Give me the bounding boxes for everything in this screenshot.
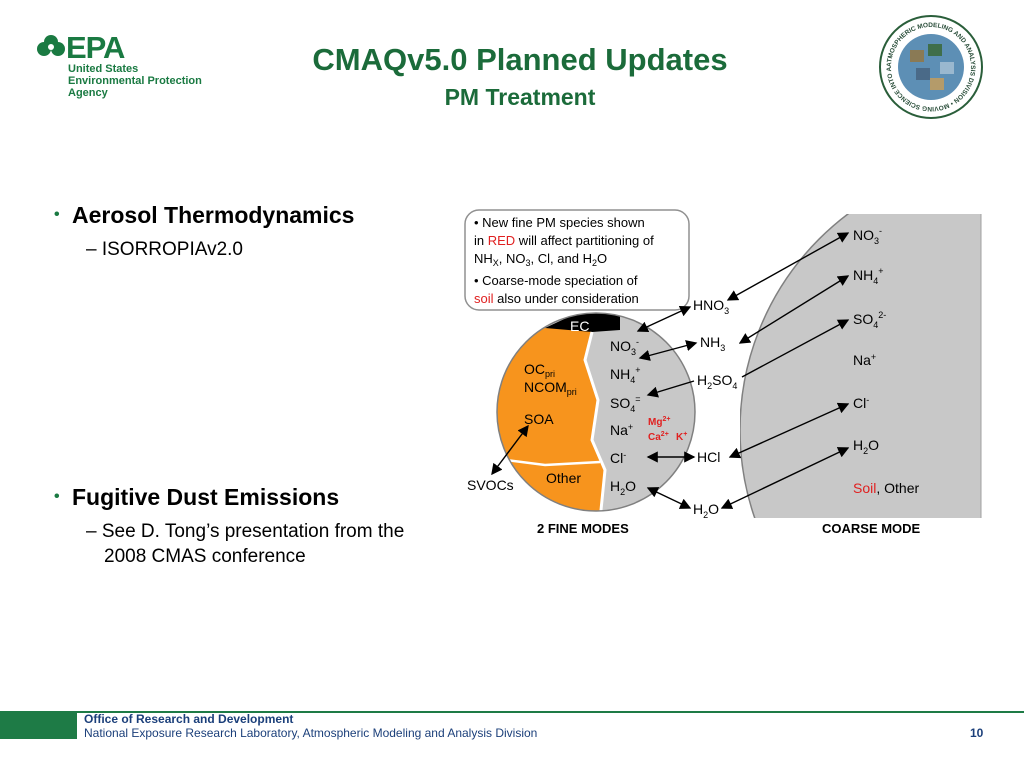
gas-hno3-label: HNO3 xyxy=(693,297,729,316)
slide-title: CMAQv5.0 Planned Updates xyxy=(312,42,728,77)
other-label: Other xyxy=(546,470,581,486)
bullet-fugitive-dust: • Fugitive Dust Emissions xyxy=(54,484,339,511)
footer-org: Office of Research and Development xyxy=(84,712,294,726)
coarse-so4-label: SO42- xyxy=(853,310,886,330)
arrow-nh3-coarse xyxy=(738,275,850,344)
arrow-h2o-coarse xyxy=(720,447,850,509)
coarse-cl-label: Cl- xyxy=(853,395,869,411)
gas-hcl-label: HCl xyxy=(697,449,720,465)
note-line-1: • New fine PM species shown xyxy=(474,215,645,230)
coarse-na-label: Na+ xyxy=(853,352,876,368)
gas-h2so4-label: H2SO4 xyxy=(697,372,737,391)
subbullet-isorropia: – ISORROPIAv2.0 xyxy=(86,239,243,260)
arrow-nh3-fine xyxy=(638,340,698,361)
bullet-dot: • xyxy=(54,487,60,505)
fine-h2o-label: H2O xyxy=(610,478,636,497)
fine-nh4-label: NH4+ xyxy=(610,365,641,385)
arrow-hno3-fine xyxy=(636,306,692,332)
epa-logo-wordmark: EPA xyxy=(66,30,125,65)
arrow-h2so4-fine xyxy=(646,380,695,398)
ec-label: EC xyxy=(570,318,589,334)
bullet-heading: Fugitive Dust Emissions xyxy=(72,484,340,510)
amad-seal-icon: ATMOSPHERIC MODELING AND ANALYSIS DIVISI… xyxy=(878,14,983,119)
fine-so4-label: SO4= xyxy=(610,394,641,414)
bullet-aerosol: • Aerosol Thermodynamics xyxy=(54,202,354,229)
fine-cl-label: Cl- xyxy=(610,450,626,466)
slide-subtitle: PM Treatment xyxy=(444,84,596,110)
note-box xyxy=(464,209,690,311)
arrow-svocs-soa xyxy=(491,424,529,476)
ec-region xyxy=(545,313,620,332)
agency-line-2: Environmental Protection xyxy=(68,75,202,87)
svocs-label: SVOCs xyxy=(467,477,514,493)
footer-lab: National Exposure Research Laboratory, A… xyxy=(84,726,538,740)
ca-label: Ca2+ xyxy=(648,431,669,443)
agency-name: United States Environmental Protection A… xyxy=(68,63,202,99)
agency-line-3: Agency xyxy=(68,87,108,99)
coarse-h2o-label: H2O xyxy=(853,437,879,456)
arrow-h2o-fine xyxy=(646,487,692,509)
epa-flower-icon xyxy=(37,35,65,56)
subbullet-line-2: 2008 CMAS conference xyxy=(104,546,306,567)
coarse-soil-label: Soil, Other xyxy=(853,480,919,496)
bullet-heading: Aerosol Thermodynamics xyxy=(72,202,355,228)
subbullet-line-1: – See D. Tong’s presentation from the xyxy=(86,521,405,542)
note-line-5: soil also under consideration xyxy=(474,291,639,306)
fine-modes-label: 2 FINE MODES xyxy=(537,521,629,536)
bullet-dot: • xyxy=(54,205,60,223)
fine-no3-label: NO3- xyxy=(610,337,639,357)
footer-bar xyxy=(0,711,77,739)
note-line-4: • Coarse-mode speciation of xyxy=(474,273,638,288)
soa-label: SOA xyxy=(524,411,554,427)
coarse-mode-label: COARSE MODE xyxy=(822,521,921,536)
gas-h2o-label: H2O xyxy=(693,501,719,520)
note-line-3: NHX, NO3, Cl, and H2O xyxy=(474,251,607,268)
fine-na-label: Na+ xyxy=(610,422,633,438)
page-number: 10 xyxy=(970,726,984,740)
ncom-label: NCOMpri xyxy=(524,379,577,397)
footer-divider xyxy=(77,711,1024,713)
arrow-h2so4-coarse xyxy=(741,319,850,378)
gas-nh3-label: NH3 xyxy=(700,334,725,353)
oc-label: OCpri xyxy=(524,361,555,379)
agency-line-1: United States xyxy=(68,63,139,75)
k-label: K+ xyxy=(676,431,687,443)
note-line-2: in RED will affect partitioning of xyxy=(474,233,654,248)
subbullet-tong: – See D. Tong’s presentation from the 20… xyxy=(86,519,404,569)
coarse-no3-label: NO3- xyxy=(853,226,882,246)
coarse-nh4-label: NH4+ xyxy=(853,266,884,286)
mg-label: Mg2+ xyxy=(648,416,670,428)
